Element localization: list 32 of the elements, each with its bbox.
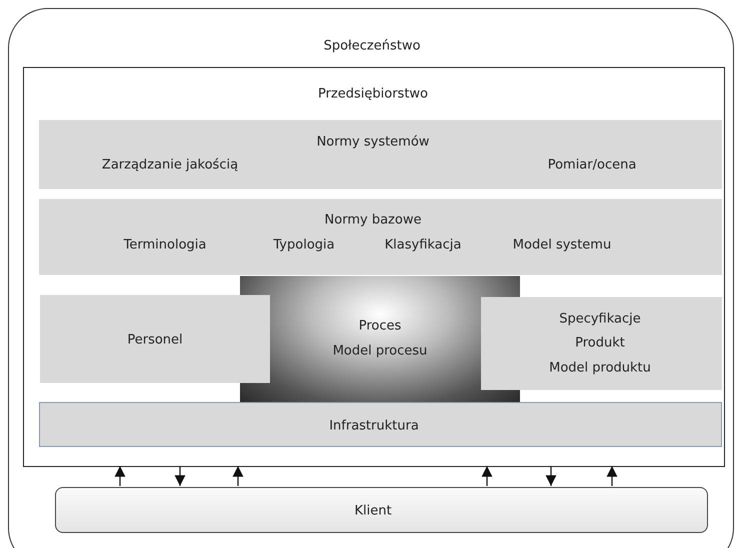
- item-label: Klasyfikacja: [384, 238, 462, 252]
- item-label: Produkt: [575, 336, 625, 350]
- arrow: [546, 466, 556, 486]
- infrastructure-band: [39, 402, 722, 447]
- group-title: Normy bazowe: [324, 212, 422, 228]
- arrow: [114, 466, 126, 486]
- item-label: Terminologia: [124, 238, 206, 252]
- item-label: Model systemu: [512, 238, 612, 252]
- item-label: Specyfikacje: [559, 312, 641, 326]
- item-label: Pomiar/ocena: [548, 158, 636, 172]
- item-label: Model procesu: [332, 344, 428, 358]
- item-label: Typologia: [273, 238, 335, 252]
- client-box: [55, 487, 708, 533]
- item-label: Personel: [127, 332, 183, 348]
- item-label: Społeczeństwo: [324, 38, 420, 54]
- enterprise-region: [23, 67, 725, 467]
- item-label: Model produktu: [549, 360, 651, 376]
- item-label: Infrastruktura: [329, 418, 419, 434]
- item-label: Proces: [358, 318, 402, 334]
- item-label: Klient: [354, 504, 392, 518]
- personnel-panel: [40, 295, 270, 383]
- item-label: Przedsiębiorstwo: [318, 86, 428, 102]
- standards-band: [39, 120, 722, 189]
- arrow: [174, 466, 186, 486]
- item-label: Zarządzanie jakością: [102, 158, 238, 172]
- society-region: [8, 8, 734, 548]
- standards-band: [39, 199, 722, 275]
- product-panel: [481, 297, 722, 390]
- arrow: [232, 466, 244, 486]
- group-title: Normy systemów: [316, 134, 430, 150]
- arrow: [482, 466, 492, 486]
- arrow: [606, 466, 618, 486]
